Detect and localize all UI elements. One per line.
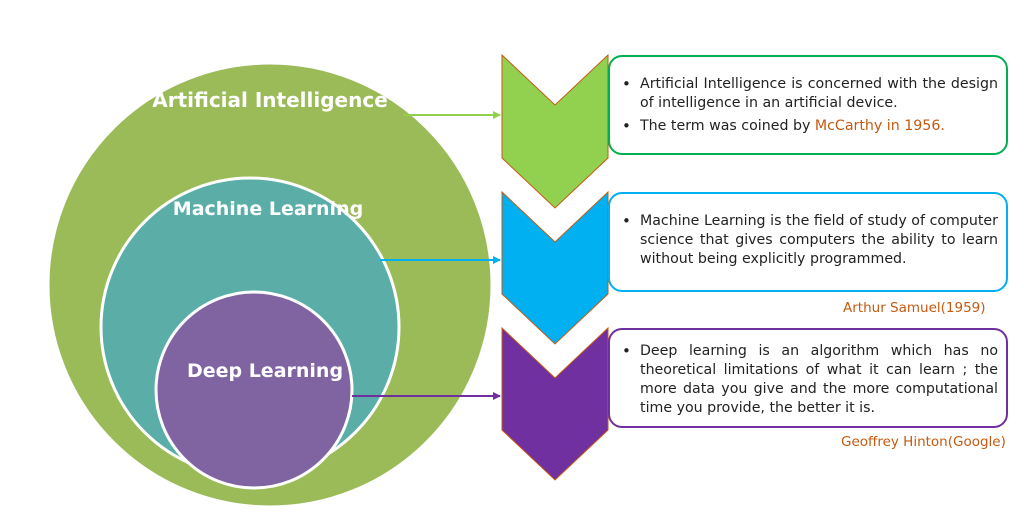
dl-chevron [501, 326, 609, 481]
ml-bullet-1: Machine Learning is the field of study o… [620, 212, 998, 269]
ml-attribution: Arthur Samuel(1959) [843, 300, 986, 316]
ai-circle-label: Artificial Intelligence [152, 88, 388, 112]
mccarthy-highlight: McCarthy in 1956. [814, 118, 945, 134]
dl-bullet-1: Deep learning is an algorithm which has … [620, 342, 998, 418]
ml-description-box: Machine Learning is the field of study o… [608, 192, 1008, 292]
dl-circle [154, 290, 354, 490]
ai-chevron [501, 53, 609, 209]
ai-bullet-1: Artificial Intelligence is concerned wit… [620, 75, 998, 113]
dl-attribution: Geoffrey Hinton(Google) [841, 434, 1006, 450]
dl-circle-label: Deep Learning [187, 360, 343, 382]
ai-description-box: Artificial Intelligence is concerned wit… [608, 55, 1008, 155]
ml-chevron [501, 190, 609, 345]
dl-description-box: Deep learning is an algorithm which has … [608, 328, 1008, 428]
ml-circle-label: Machine Learning [173, 198, 363, 220]
ai-bullet-2: The term was coined by McCarthy in 1956. [620, 117, 998, 136]
